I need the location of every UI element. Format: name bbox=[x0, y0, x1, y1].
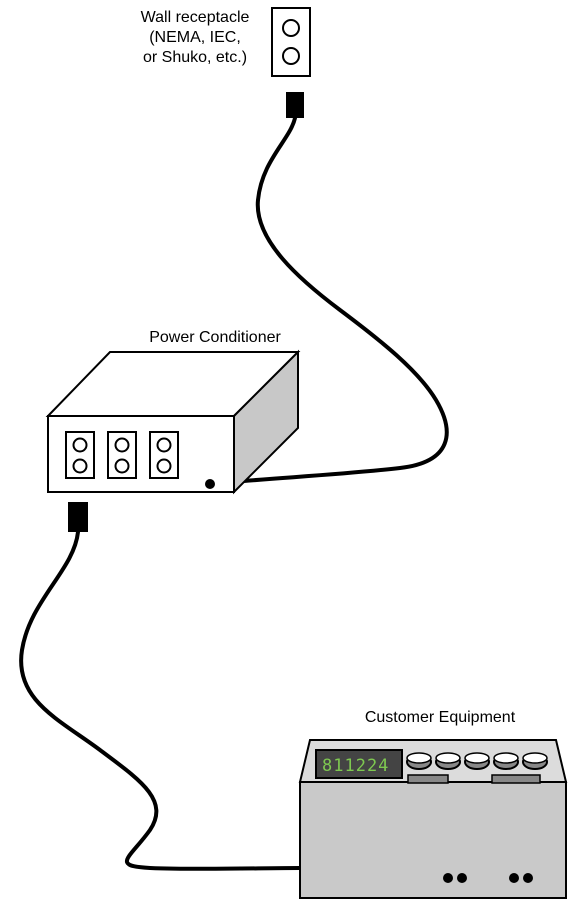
equipment-jacks-right bbox=[509, 873, 533, 883]
equipment-display bbox=[315, 749, 403, 779]
conditioner-cord-inlet bbox=[205, 479, 215, 489]
wall-receptacle-label: Wall receptacle (NEMA, IEC, or Shuko, et… bbox=[100, 8, 290, 68]
equipment-display-value: 811224 bbox=[322, 756, 389, 776]
equipment-label-plate-left bbox=[407, 774, 449, 784]
equipment-cord bbox=[19, 530, 302, 871]
power-conditioner bbox=[45, 349, 301, 495]
equipment-knob-2[interactable] bbox=[435, 752, 461, 770]
equipment-label-plate-right bbox=[491, 774, 541, 784]
receptacle-outlet-top bbox=[282, 19, 300, 37]
wall-plug bbox=[286, 92, 304, 118]
customer-equipment: 811224 bbox=[298, 739, 568, 899]
equipment-jacks-left bbox=[443, 873, 467, 883]
equipment-knob-3[interactable] bbox=[464, 752, 490, 770]
wall-receptacle-label-line-3: or Shuko, etc.) bbox=[142, 49, 248, 66]
conditioner-plug bbox=[68, 502, 88, 532]
wall-receptacle-label-line-2: (NEMA, IEC, bbox=[149, 29, 241, 46]
wall-receptacle-label-line-1: Wall receptacle bbox=[140, 9, 250, 26]
power-conditioner-label: Power Conditioner bbox=[149, 329, 281, 346]
equipment-knob-4[interactable] bbox=[493, 752, 519, 770]
customer-equipment-label: Customer Equipment bbox=[364, 709, 516, 726]
wall-cord bbox=[208, 116, 449, 486]
receptacle-outlet-bottom bbox=[282, 47, 300, 65]
equipment-knob-5[interactable] bbox=[522, 752, 548, 770]
wall-receptacle bbox=[271, 7, 311, 77]
equipment-knob-1[interactable] bbox=[406, 752, 432, 770]
